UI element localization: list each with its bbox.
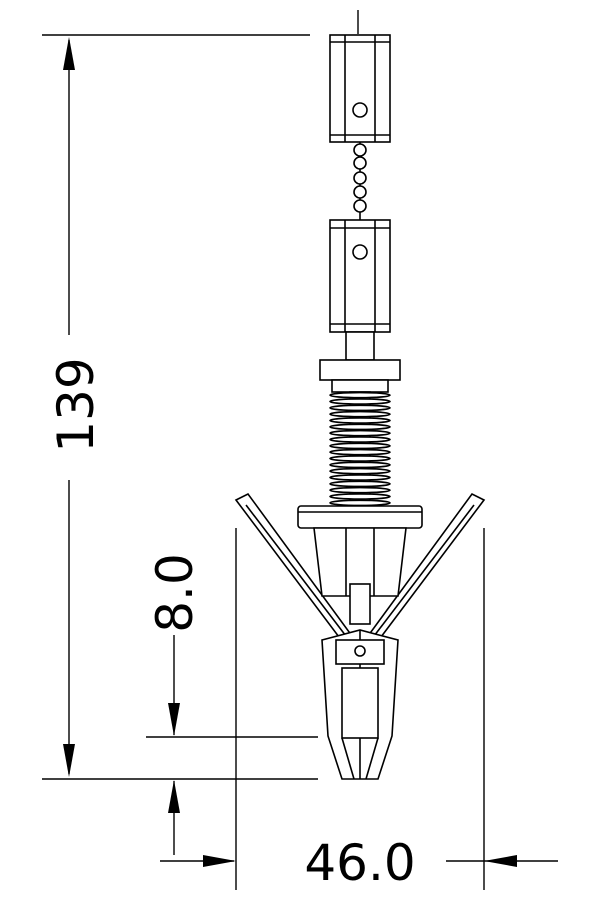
spring-coil (329, 493, 391, 500)
compression-spring (329, 391, 391, 507)
spring-coil (329, 429, 391, 437)
spring-coil (329, 404, 391, 412)
chain-ball-3 (353, 171, 367, 185)
upper-hex-nut (329, 34, 391, 143)
dimension-jaw-width: 46.0 (160, 528, 558, 892)
upper-nut-pin-hole (352, 102, 368, 118)
lower-nut-pin-hole (352, 244, 368, 260)
spring-coil (329, 461, 391, 469)
spring-coil (329, 480, 391, 488)
ball-chain (353, 142, 367, 220)
spring-cap (319, 359, 401, 393)
spring-coil (329, 391, 391, 399)
spring-coil (329, 474, 391, 481)
spring-coil (329, 486, 391, 494)
jaw-width-label: 46.0 (304, 834, 415, 892)
spring-coil (329, 499, 391, 507)
lower-hex-nut (329, 219, 391, 333)
arrowhead-down (63, 744, 75, 777)
arrowhead-right (203, 855, 236, 867)
chain-ball-4 (353, 185, 367, 199)
chain-ball-2 (353, 156, 367, 170)
spring-coil (329, 417, 391, 424)
arrowhead-tip-down (168, 703, 180, 736)
dimension-overall-height: 139 (42, 34, 318, 780)
spring-coil (329, 467, 391, 475)
spring-cap-boss (331, 379, 389, 393)
spring-coil (329, 423, 391, 431)
clip-pivot-hole (354, 645, 366, 657)
shaft-neck (345, 331, 375, 361)
jaw-arm-left-inner (245, 504, 350, 641)
spring-coil (329, 442, 391, 450)
clip-body (313, 527, 407, 625)
upper-nut-body (329, 34, 391, 143)
dimension-tip-depth: 8.0 (146, 553, 318, 855)
clip-tip-window (341, 667, 379, 739)
spring-coil (329, 436, 391, 443)
spring-coil (329, 455, 391, 462)
chain-ball-5 (353, 199, 367, 213)
clip-body-upper (313, 527, 407, 597)
arrowhead-left (484, 855, 517, 867)
spring-coil (329, 398, 391, 405)
collar (297, 505, 423, 529)
clip-center-pin (349, 583, 371, 625)
clip-tips (321, 629, 399, 780)
jaw-arm-right-inner (370, 504, 475, 641)
overall-height-label: 139 (47, 357, 105, 452)
collar-ring (297, 505, 423, 529)
chain-ball-1 (353, 143, 367, 157)
spring-coil (329, 448, 391, 456)
spring-coil (329, 410, 391, 418)
clip-tip-right-bevel (365, 737, 379, 780)
lower-nut-body (329, 219, 391, 333)
spring-cap-plate (319, 359, 401, 381)
clip-tip-left-bevel (341, 737, 355, 780)
tip-depth-label: 8.0 (146, 553, 204, 633)
arrowhead-up (63, 37, 75, 70)
arrowhead-tip-up (168, 780, 180, 813)
